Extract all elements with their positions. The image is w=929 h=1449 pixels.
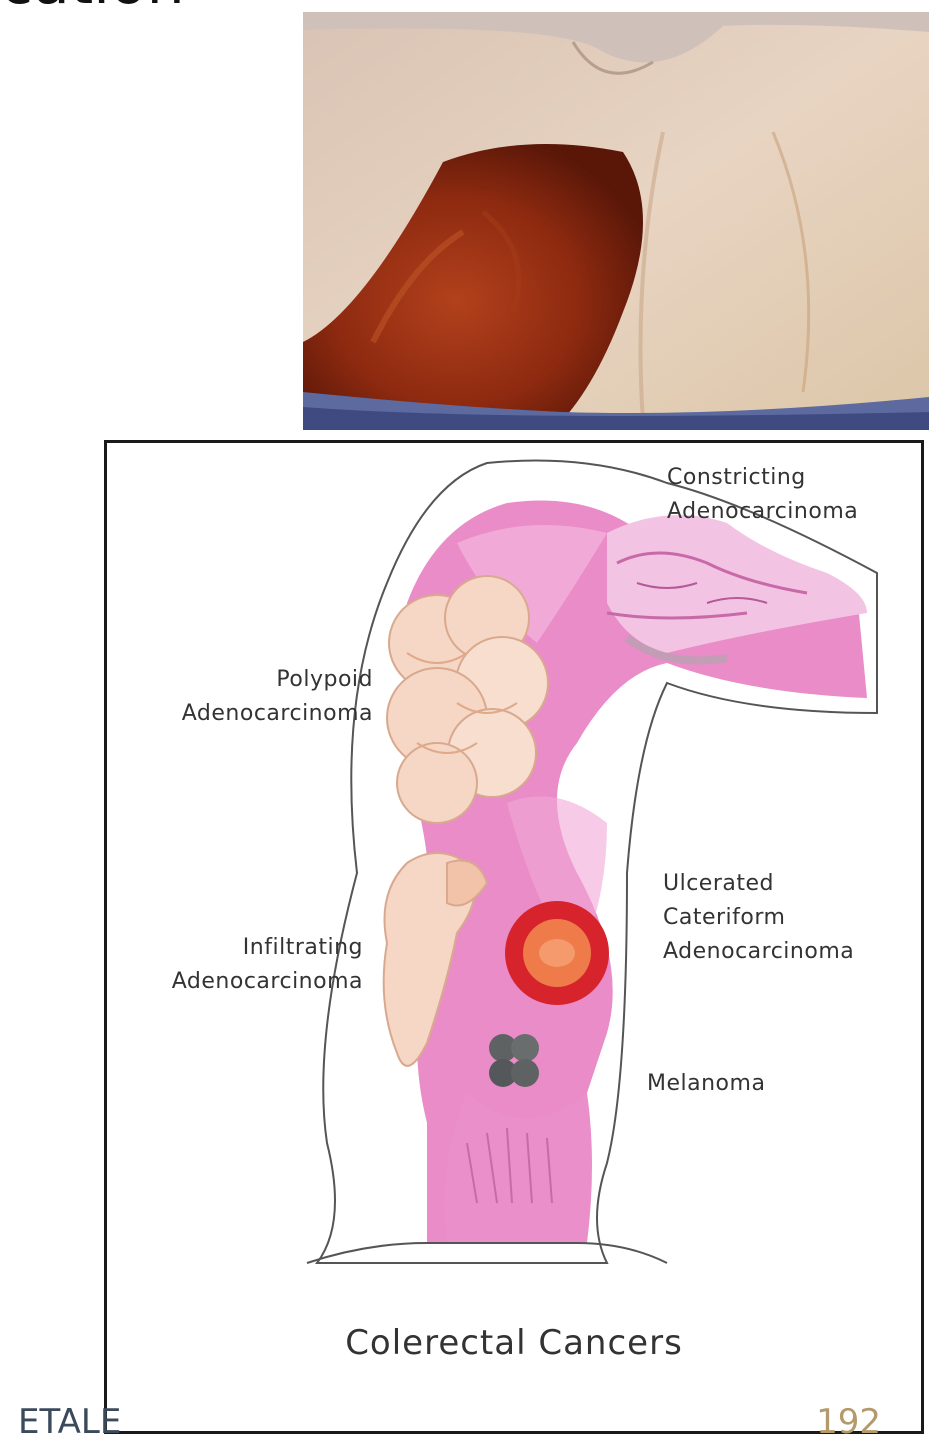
- ulcerated-mass: [505, 901, 609, 1005]
- label-melanoma: Melanoma: [647, 1071, 766, 1096]
- diagram-frame: Constricting Adenocarcinoma Polypoid Ade…: [104, 440, 924, 1434]
- footer-author: ETALE: [18, 1402, 122, 1442]
- label-ulcerated: Ulcerated Cateriform Adenocarcinoma: [663, 871, 855, 964]
- colorectal-illustration: [306, 459, 878, 1264]
- label-constricting: Constricting Adenocarcinoma: [667, 465, 859, 524]
- melanoma-mass: [489, 1034, 539, 1087]
- polypoid-mass: [386, 575, 549, 824]
- slide-title: cation: [0, 0, 929, 8]
- figure-caption: Colerectal Cancers: [345, 1323, 683, 1363]
- page-number: 192: [816, 1402, 881, 1442]
- label-infiltrating: Infiltrating Adenocarcinoma: [171, 935, 363, 994]
- infiltrating-mass: [382, 852, 489, 1067]
- clinical-photo: [303, 12, 929, 430]
- label-polypoid: Polypoid Adenocarcinoma: [181, 667, 373, 726]
